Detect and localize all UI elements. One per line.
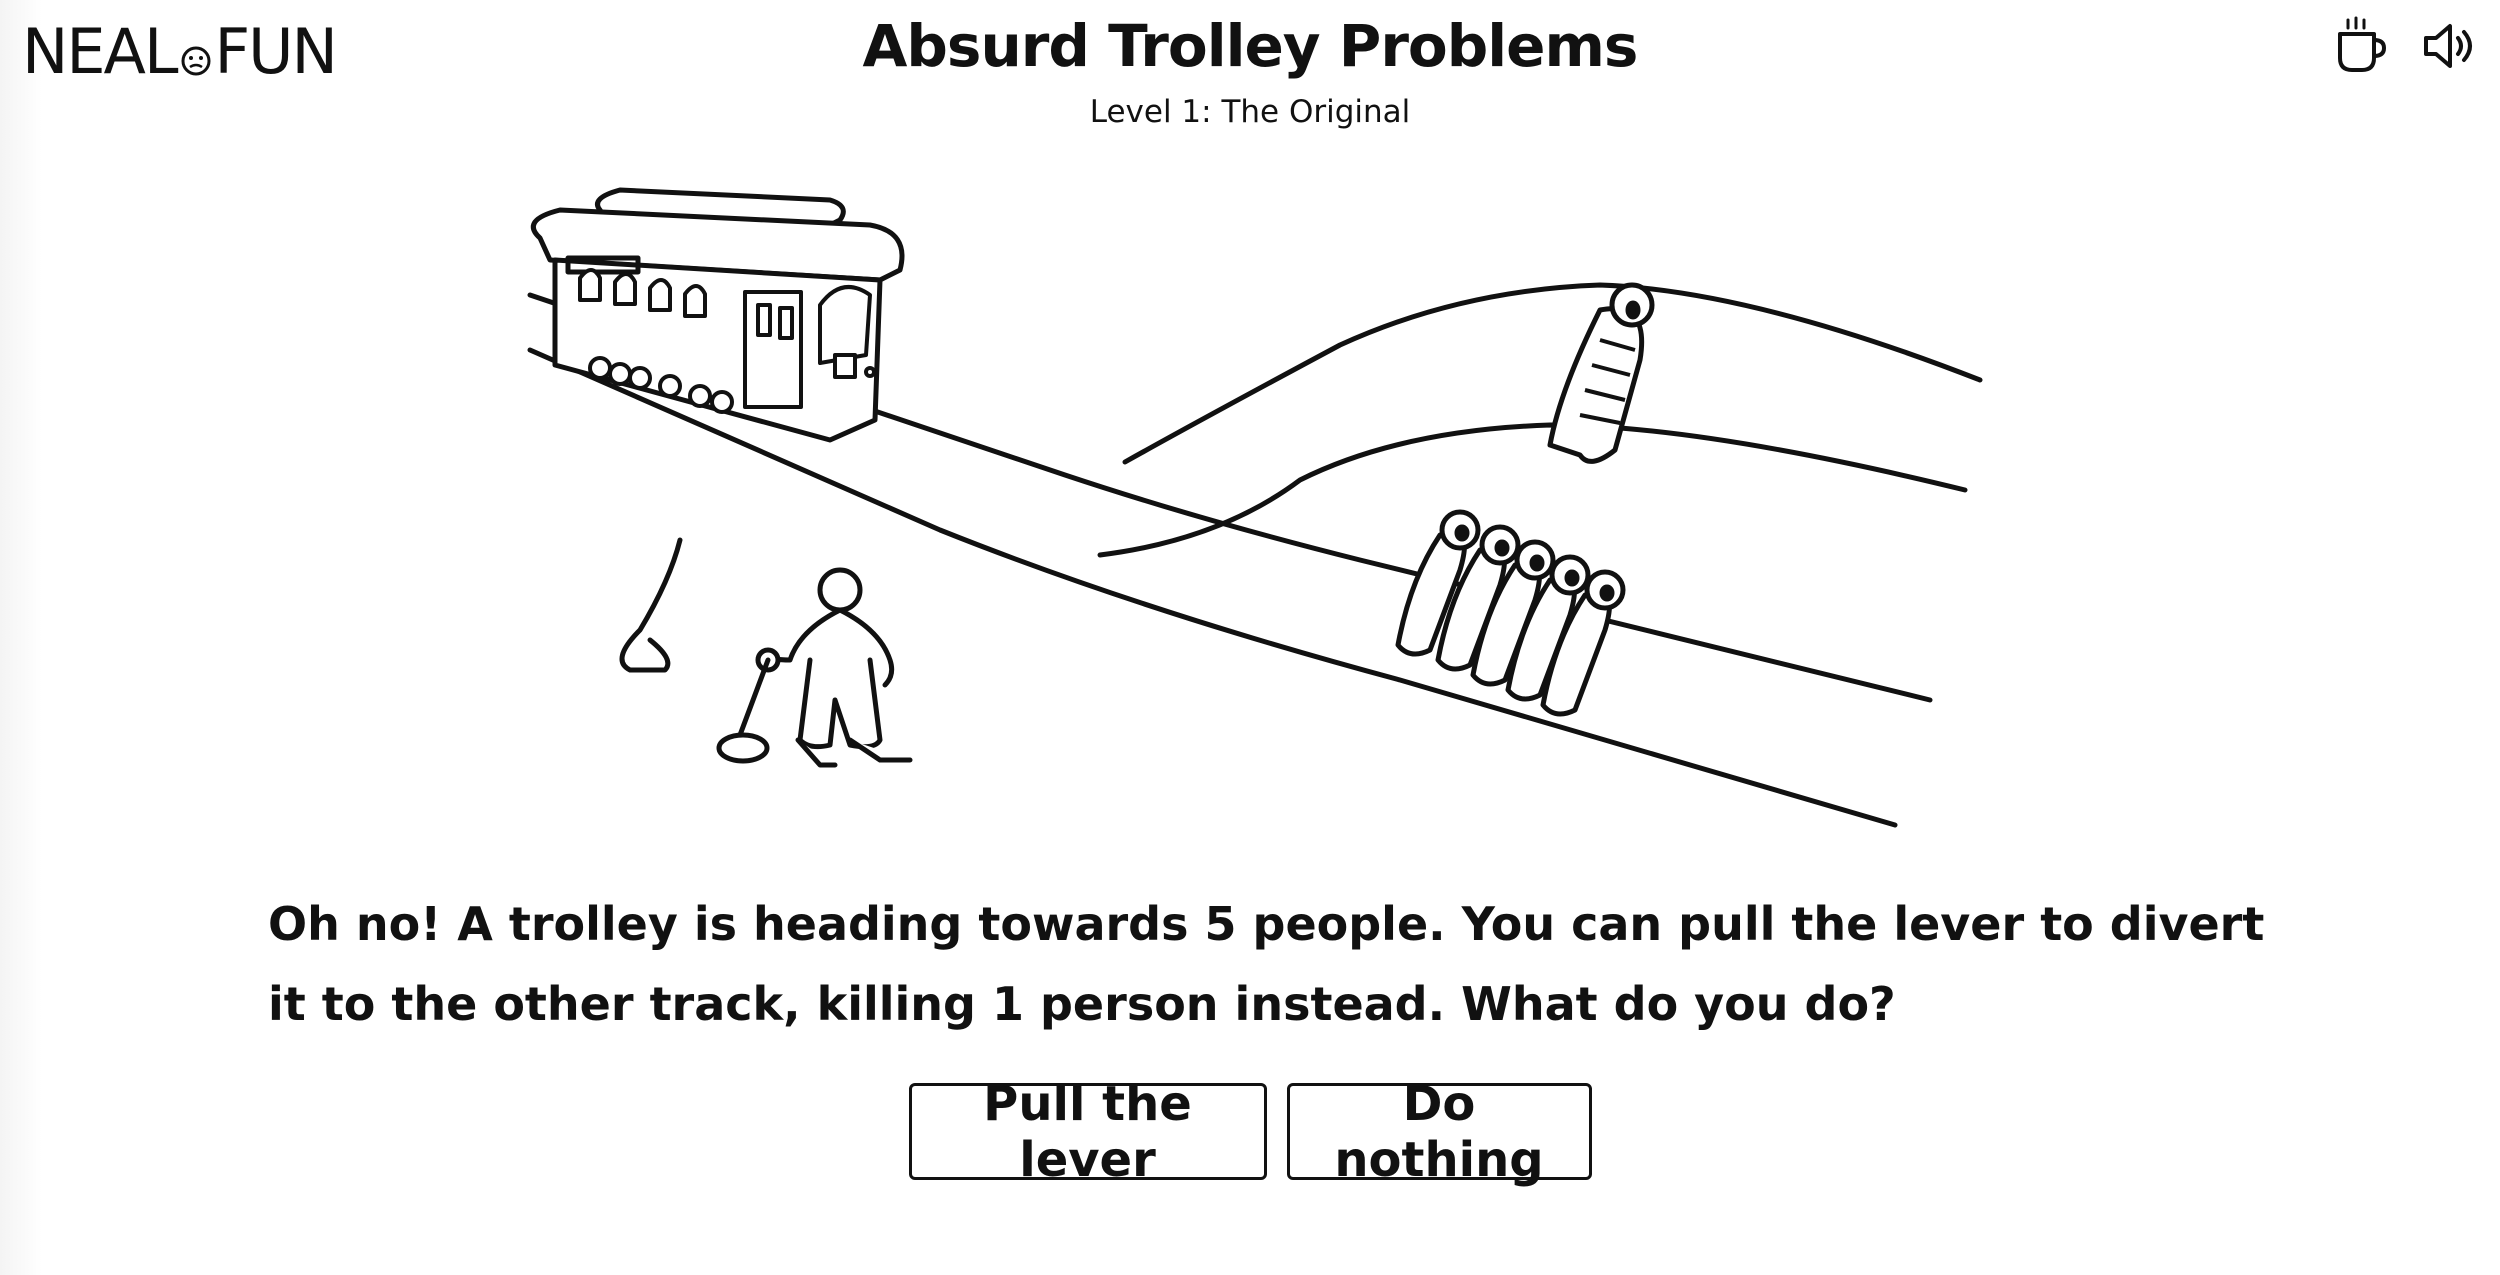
sound-button[interactable] (2416, 12, 2484, 80)
scenario-prompt: Oh no! A trolley is heading towards 5 pe… (268, 897, 2265, 1031)
side-track-upper-rail (1122, 282, 1983, 465)
side-track-lower-rail (1097, 422, 1968, 558)
five-people-on-main-track (1395, 509, 1626, 717)
speaker-icon (2424, 24, 2472, 68)
top-toolbar (2326, 12, 2484, 80)
choice-buttons: Pull the lever Do nothing (0, 1076, 2500, 1188)
logo-text-right: FUN (214, 15, 338, 88)
coffee-button[interactable] (2326, 12, 2394, 80)
trolley-illustration (527, 187, 1983, 828)
person-on-side-track (1547, 282, 1655, 464)
trolley (530, 187, 905, 443)
site-logo[interactable]: NEAL FUN (22, 12, 338, 92)
coffee-cup-icon (2338, 16, 2387, 72)
pull-lever-button[interactable]: Pull the lever (908, 1076, 1267, 1188)
logo-face-icon (181, 46, 211, 76)
do-nothing-button[interactable]: Do nothing (1286, 1076, 1592, 1188)
level-subtitle: Level 1: The Original (1089, 94, 1411, 130)
main-track-lower-rail (527, 347, 1898, 828)
lever-operator (619, 537, 913, 768)
main-track-upper-rail (527, 292, 1933, 703)
edge-shade (0, 0, 42, 1275)
logo-text-left: NEAL (22, 15, 179, 88)
page-title: Absurd Trolley Problems (862, 12, 1639, 80)
trolley-scene (500, 140, 2000, 840)
